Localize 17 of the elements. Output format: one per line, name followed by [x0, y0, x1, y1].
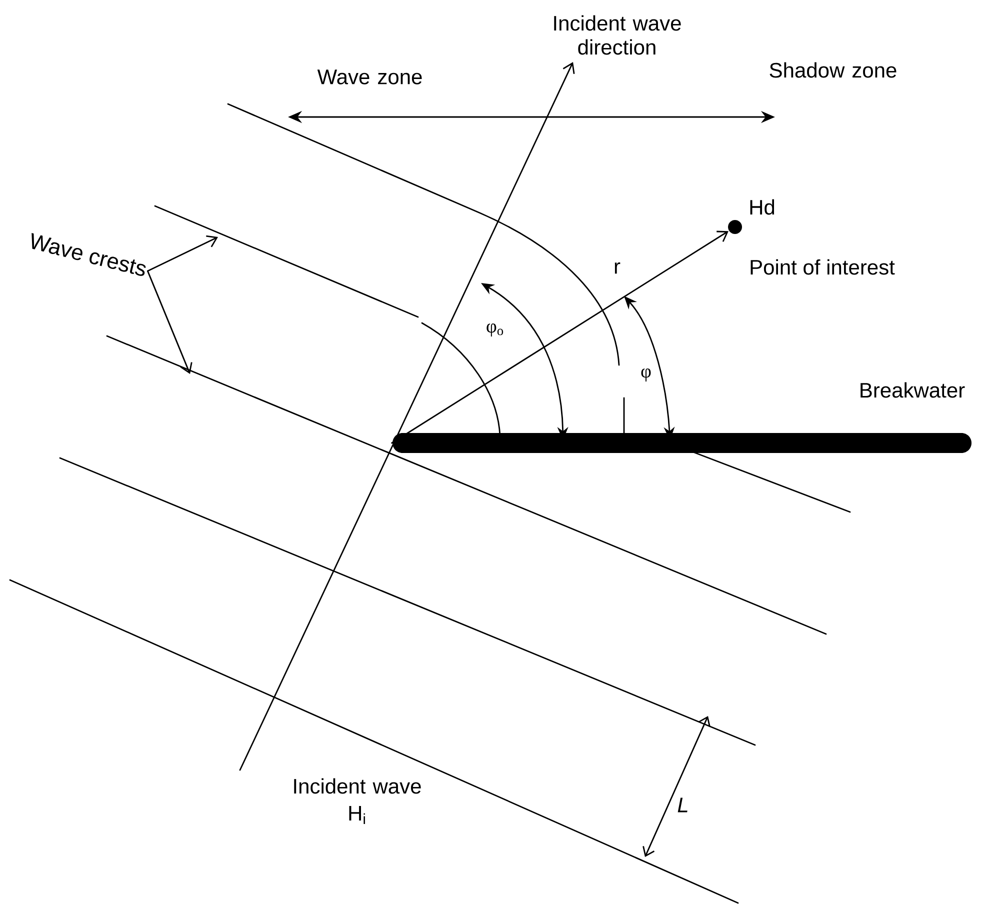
wave-label: H$_{i}$: [349, 806, 365, 824]
dimension-label: L: [678, 798, 688, 812]
point-label: Hd: [750, 199, 774, 215]
wave-crests-label: Wave crests: [32, 233, 146, 276]
leader-line: [147, 235, 218, 272]
zone-label: Shadow zone: [770, 62, 896, 78]
angle-label: φ: [641, 368, 651, 382]
point-label: Point of interest: [750, 259, 895, 275]
edge-label: r: [614, 262, 620, 274]
breakwater-label: Breakwater: [860, 382, 965, 398]
direction-label: Incident wave direction: [554, 15, 681, 55]
leader-line: [147, 270, 192, 374]
angle-label: φ$_{o}$: [486, 324, 504, 337]
wave-label: Incident wave: [294, 778, 421, 794]
zone-label: Wave zone: [317, 70, 422, 84]
radius-arrow: [391, 230, 728, 444]
point-dot: [728, 220, 742, 234]
